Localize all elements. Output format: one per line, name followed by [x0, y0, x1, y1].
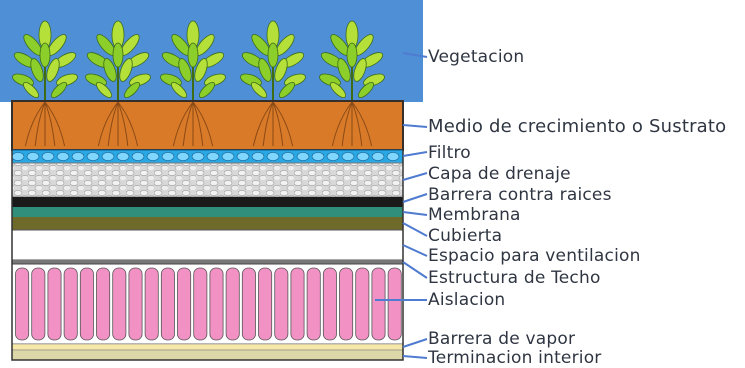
plant [160, 20, 226, 100]
leader-lines [375, 52, 428, 359]
label-drenaje: Capa de drenaje [428, 164, 571, 184]
drainage-layer [11, 162, 404, 198]
plant [240, 20, 306, 100]
label-vegetacion: Vegetacion [428, 47, 525, 67]
label-raices: Barrera contra raices [428, 185, 612, 205]
label-membrana: Membrana [428, 205, 521, 225]
vapor-barrier-layer [11, 343, 404, 351]
membrane-layer [12, 207, 403, 217]
label-estructura: Estructura de Techo [428, 268, 601, 288]
filter-pattern [11, 152, 400, 161]
root-barrier-layer [12, 197, 403, 207]
label-filtro: Filtro [428, 143, 471, 163]
label-cubierta: Cubierta [428, 226, 503, 246]
label-ventilacion: Espacio para ventilacion [428, 246, 641, 266]
substrate-layer [11, 100, 404, 151]
insulation-cells [15, 267, 402, 341]
label-sustrato: Medio de crecimiento o Sustrato [428, 116, 727, 137]
plant [319, 20, 385, 100]
interior-finish-layer [11, 349, 404, 361]
plant-roots [24, 101, 373, 147]
ventilation-layer [11, 229, 404, 261]
label-aislacion: Aislacion [428, 290, 506, 310]
deck-layer [12, 217, 403, 230]
diagram-frame [11, 100, 404, 361]
label-vapor: Barrera de vapor [428, 329, 576, 349]
plant [85, 20, 151, 100]
vegetation-layer [12, 20, 385, 100]
roof-structure-layer [12, 260, 403, 264]
label-terminacion: Terminacion interior [428, 348, 602, 368]
plant [12, 20, 78, 100]
